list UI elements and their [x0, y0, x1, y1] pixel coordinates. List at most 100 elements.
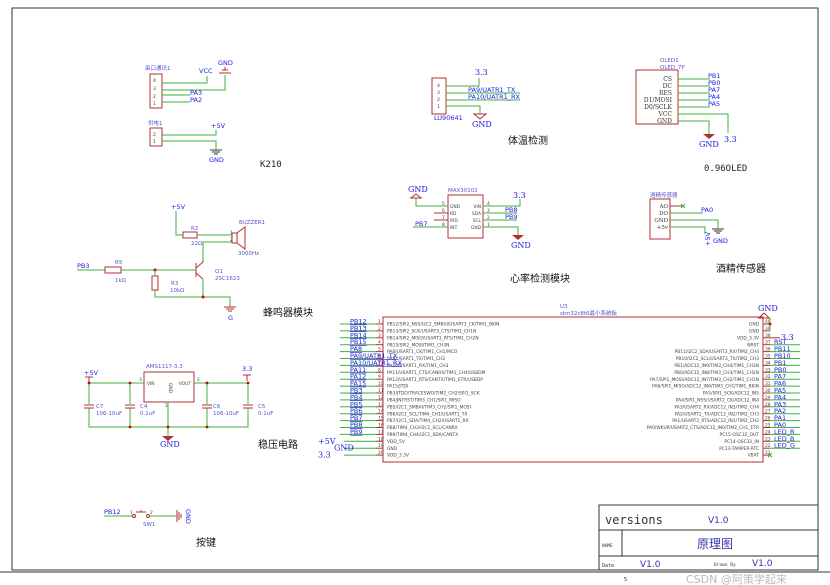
- mcu-pin-number: 15: [378, 416, 384, 422]
- pin-name: +5v: [657, 225, 669, 231]
- mcu-net-label: PA12: [350, 373, 366, 381]
- mcu-pin-number: 4: [378, 340, 381, 346]
- net-label: PA5: [708, 100, 720, 108]
- ground-icon: [472, 113, 488, 120]
- net-label: PA7: [708, 86, 720, 94]
- mcu-net-label: PB3: [350, 387, 363, 395]
- drawn-label: Drawn By: [714, 562, 736, 568]
- ground-icon: [703, 134, 715, 139]
- gnd-label: GND: [758, 304, 778, 313]
- mcu-pin-number: 9: [378, 374, 381, 380]
- gnd-label: GND: [699, 140, 719, 149]
- mcu-pin-number: 38: [765, 333, 771, 339]
- mcu-pin-number: 30: [765, 388, 771, 394]
- alcohol-sensor: 酒精传感器 AO DO GND +5v PA0 +5V GND 酒精传感器: [649, 191, 766, 275]
- mcu-part: stm32c8t6最小系统板: [560, 309, 618, 317]
- mcu-pin-number: 29: [765, 395, 771, 401]
- net-pb9: PB9: [505, 213, 518, 221]
- mcu-pin-name: PB3/JTDO/TRACESWO/TIM2_CH2/SPI1_SCK: [387, 391, 480, 397]
- mcu-pin-name: GND: [749, 329, 760, 335]
- sw1-ref: SW1: [143, 522, 155, 528]
- button-circuit: PB12 1 2 SW1 GND 按键: [104, 508, 216, 549]
- watermark: CSDN @阿策学起来: [686, 572, 787, 585]
- title-block: versions V1.0 NAME 原理图 Date V1.0 Drawn B…: [598, 504, 819, 583]
- mcu-pin-number: 35: [765, 354, 771, 360]
- regulator-title: 稳压电路: [258, 438, 298, 451]
- oled-module: OLED1 OLED_7P CS DC RES D1/MOSI D0/SCLK …: [635, 58, 747, 174]
- temp-sensor-title: 体温检测: [508, 134, 548, 147]
- mcu-pin-number: 12: [378, 395, 384, 401]
- pin-number: 3: [139, 377, 142, 383]
- regulator-circuit: AMS1117-3.3 VIN VOUT GND 3 2 1 +5V 3.3 C…: [84, 364, 298, 451]
- alcohol-title: 酒精传感器: [716, 262, 766, 275]
- mcu-net-label: PB9: [350, 428, 363, 436]
- pin-number: 2: [230, 237, 233, 243]
- mcu-pin-number: 21: [765, 450, 771, 456]
- ground-icon: [758, 312, 770, 319]
- serial-header-ref: 串口通讯1: [145, 64, 171, 72]
- mcu-pin-number: 34: [765, 360, 771, 366]
- no-connect-icon: [680, 203, 686, 209]
- mcu-pin-name: PB10/I2C2_SCL/USART3_TX/TIM2_CH3: [676, 356, 759, 362]
- pin-number: 4: [153, 78, 156, 84]
- regulator-part: AMS1117-3.3: [146, 364, 183, 370]
- mcu-net-label: +5V: [318, 437, 336, 446]
- v5-label: +5V: [211, 122, 226, 130]
- mcu-pin-number: 31: [765, 381, 771, 387]
- net-pa0: PA0: [701, 206, 713, 214]
- mcu-net-label: PA9/UATR1_TX: [350, 352, 398, 360]
- mcu-pin-number: 17: [378, 429, 384, 435]
- mcu-pin-name: PA15/JTDI: [387, 384, 408, 390]
- gnd-label: GND: [218, 59, 233, 67]
- mcu-net-label: PA15: [350, 380, 366, 388]
- pin-number: 5: [442, 201, 445, 207]
- mcu-net-label: PB12: [350, 318, 367, 326]
- pin-number: 2: [153, 94, 156, 100]
- mcu-pin-number: 25: [765, 423, 771, 429]
- net-pa3: PA3: [190, 89, 202, 97]
- heart-rate-title: 心率检测模块: [510, 272, 570, 285]
- mcu-pin-number: 32: [765, 374, 771, 380]
- mcu-pin-name: PB5/I2C1_SMBAI/TIM3_CH2/SPI1_MOSI: [387, 404, 471, 410]
- mcu-pin-name: PB1/ADC12_IN9/TIM3_CH4/TIM1_CH3N: [674, 363, 759, 369]
- power-header-ref: 供电1: [148, 119, 163, 127]
- r2-ref: R2: [191, 226, 198, 232]
- mcu-pin-number: 14: [378, 409, 384, 415]
- pin-number: 1: [230, 230, 233, 236]
- r3-ref: R3: [171, 281, 179, 287]
- mcu-pin-name: NRST: [747, 342, 759, 348]
- resistor-r3: [151, 275, 159, 291]
- mcu-pin-number: 20: [378, 450, 384, 456]
- pin-number: 8: [442, 222, 445, 228]
- pin-number: 1: [165, 403, 168, 409]
- junction-dot: [768, 322, 772, 326]
- mcu-net-label: PA0: [774, 421, 786, 429]
- resistor-r2: [182, 231, 198, 239]
- mcu-pin-number: 36: [765, 347, 771, 353]
- v5-label: +5V: [704, 231, 712, 246]
- mcu-pin-number: 28: [765, 402, 771, 408]
- drawn-value: V1.0: [752, 559, 773, 569]
- mcu-pin-name: PA12/USART1_RTS/CANTX/TIM1_ETR/USBDP: [387, 377, 483, 383]
- pin-number: 2: [487, 215, 490, 221]
- mcu-pin-name: PB6/I2C1_SCL/TIM4_CH1/USART1_TX: [387, 411, 467, 417]
- mcu-net-label: PA6: [774, 380, 786, 388]
- vcc-label: VCC: [199, 67, 213, 75]
- mcu-pin-name: PB8/TIM4_CH3/I2C1_SCL/CANRX: [387, 425, 458, 431]
- mcu-pin-name: PA8/USART1_CK/TIM1_CH1/MCO: [387, 349, 458, 355]
- buzzer-freq: 3000Hz: [238, 251, 259, 257]
- mcu-net-label: RST: [774, 338, 787, 346]
- pin-number: 1: [487, 222, 490, 228]
- pin-name: SCL: [473, 218, 482, 224]
- v5-label: +5V: [84, 369, 99, 377]
- mcu-pin-number: 23: [765, 436, 771, 442]
- pin-name: D1/MOSI: [644, 97, 673, 104]
- v33-label: 3.3: [475, 68, 488, 77]
- net-label: PA4: [708, 93, 720, 101]
- r5-value: 1kΩ: [115, 278, 126, 284]
- r2-value: 22Ω: [191, 241, 202, 247]
- mcu-pin-name: PA9/USART1_TX/TIM1_CH2: [387, 356, 445, 362]
- mcu-pin-number: 3: [378, 333, 381, 339]
- pin-name: VCC: [657, 111, 672, 118]
